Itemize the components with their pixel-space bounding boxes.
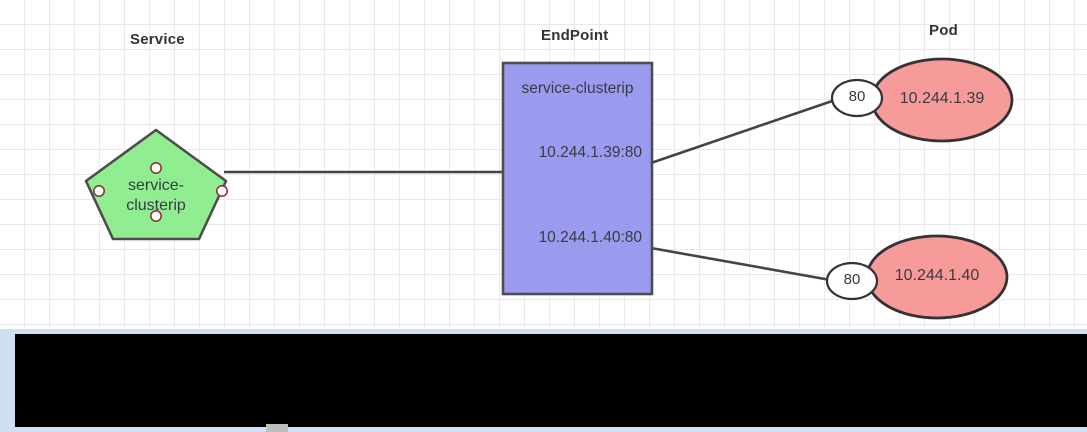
- edge-endpoint1-to-pod1: [650, 96, 842, 165]
- endpoint-entry-1[interactable]: 10.244.1.39:80: [538, 144, 642, 161]
- pod-2-label: 10.244.1.40: [894, 267, 980, 284]
- service-node-shape[interactable]: [84, 128, 228, 241]
- terminal-cursor-nub: [266, 424, 288, 432]
- pod-1-label: 10.244.1.39: [899, 90, 985, 107]
- terminal-output[interactable]: [root@master ~]# kubectl get endpoints -…: [15, 334, 1087, 427]
- pod-2-port-badge-shape[interactable]: [825, 261, 879, 301]
- pod-1-port-badge-shape[interactable]: [830, 78, 884, 118]
- service-node-label-line2: clusterip: [126, 196, 186, 214]
- pod-1-port-badge-label: 80: [848, 88, 866, 105]
- group-title-endpoint: EndPoint: [541, 27, 609, 44]
- service-handle-bottom[interactable]: [150, 210, 163, 223]
- group-title-service: Service: [130, 31, 185, 48]
- terminal-window[interactable]: [root@master ~]# kubectl get endpoints -…: [0, 329, 1087, 432]
- service-node-label: service-clusterip: [106, 176, 206, 215]
- terminal-command-line: [root@master ~]# kubectl get endpoints -…: [15, 424, 1087, 427]
- endpoint-entry-2[interactable]: 10.244.1.40:80: [538, 229, 642, 246]
- edge-endpoint2-to-pod2: [650, 246, 837, 283]
- service-handle-top[interactable]: [150, 162, 163, 175]
- endpoint-node-shape[interactable]: [501, 61, 654, 296]
- group-title-pod: Pod: [929, 22, 958, 39]
- service-handle-left[interactable]: [93, 185, 106, 198]
- endpoint-node-title: service-clusterip: [521, 80, 634, 97]
- service-handle-right[interactable]: [216, 185, 229, 198]
- service-node-label-line1: service-: [127, 177, 184, 194]
- pod-2-port-badge-label: 80: [843, 271, 861, 288]
